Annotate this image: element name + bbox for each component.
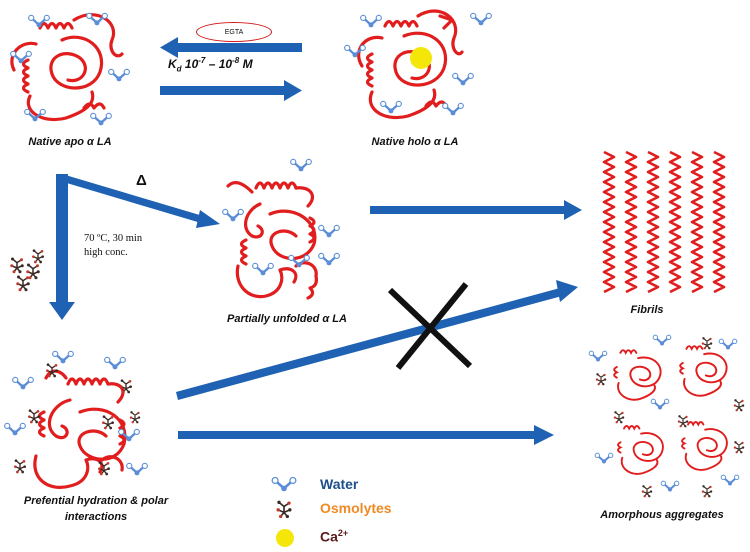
water-icon — [344, 44, 366, 58]
heating-conditions: 70 ºC, 30 min high conc. — [84, 233, 143, 258]
egta-arrow — [160, 37, 302, 58]
legend-water-icon — [271, 476, 297, 492]
water-icon — [720, 474, 740, 486]
fibrils-structure — [602, 150, 726, 294]
legend-osmolytes-label: Osmolytes — [320, 500, 392, 516]
egta-label: EGTA — [224, 28, 244, 36]
water-icon — [290, 158, 312, 172]
legend-calcium-icon — [276, 529, 294, 547]
water-icon — [252, 262, 274, 276]
water-icon — [318, 252, 340, 266]
fibrils-label: Fibrils — [630, 304, 663, 316]
binding-arrow — [160, 80, 302, 101]
osmolyte-icon — [101, 414, 115, 430]
preferential-label-2: interactions — [65, 511, 127, 523]
water-icon — [588, 350, 608, 362]
osmolyte-icon — [641, 484, 653, 498]
aggregate-protein — [681, 421, 728, 471]
osmolyte-icon — [27, 408, 41, 424]
osmolyte-icon — [129, 410, 141, 424]
water-icon — [452, 72, 474, 86]
legend-osmolyte-icon — [275, 499, 293, 519]
kd-label: Kd 10-7 – 10-8 M — [168, 56, 253, 74]
osmolyte-icon — [9, 256, 25, 274]
osmolyte-icon — [677, 414, 689, 428]
blocked-cross-icon — [387, 282, 473, 370]
native-apo-label: Native apo α LA — [28, 136, 111, 148]
water-icon — [90, 112, 112, 126]
native-apo-protein — [10, 13, 124, 122]
fibril-strand — [646, 150, 660, 294]
water-icon — [660, 480, 680, 492]
osmolyte-icon — [733, 440, 745, 454]
water-icon — [650, 398, 670, 410]
heating-arrow — [49, 174, 220, 320]
fibril-strand — [602, 150, 616, 294]
legend-calcium-label: Ca2+ — [320, 528, 349, 545]
water-icon — [104, 356, 126, 370]
fibril-strand — [624, 150, 638, 294]
water-icon — [718, 338, 738, 350]
osmolyte-icon — [701, 484, 713, 498]
water-icon — [318, 224, 340, 238]
aggregate-protein — [617, 425, 664, 475]
water-icon — [360, 14, 382, 28]
water-icon — [380, 100, 402, 114]
amorphous-label: Amorphous aggregates — [599, 509, 723, 521]
water-icon — [52, 350, 74, 364]
water-icon — [12, 376, 34, 390]
osmolyte-icon — [595, 372, 607, 386]
native-holo-protein — [357, 9, 464, 120]
fibril-strand — [712, 150, 726, 294]
osmolyte-icon — [733, 398, 745, 412]
preferential-label: Prefential hydration & polar — [24, 495, 169, 507]
water-icon — [442, 102, 464, 116]
osmolyte-icon — [31, 248, 45, 264]
fibril-strand — [690, 150, 704, 294]
osmolyte-icon — [15, 274, 31, 292]
aggregate-protein — [679, 345, 728, 397]
water-icon — [108, 68, 130, 82]
egta-badge: EGTA — [196, 22, 272, 42]
osmolyte-icon — [701, 336, 713, 350]
fibrillation-arrow — [370, 200, 582, 220]
aggregate-protein — [613, 349, 662, 401]
water-icon — [652, 334, 672, 346]
native-holo-label: Native holo α LA — [372, 136, 459, 148]
water-icon — [126, 462, 148, 476]
fibril-strand — [668, 150, 682, 294]
partially-unfolded-label: Partially unfolded α LA — [227, 313, 347, 325]
water-icon — [4, 422, 26, 436]
osmolyte-icon — [13, 458, 27, 474]
hydrated-protein — [33, 369, 127, 489]
partially-unfolded-protein — [226, 181, 318, 300]
heat-delta-symbol: Δ — [136, 172, 147, 189]
calcium-ion — [410, 47, 432, 69]
water-icon — [222, 208, 244, 222]
aggregation-arrow — [178, 425, 554, 445]
legend-water-label: Water — [320, 476, 359, 492]
blocked-fibril-arrow — [176, 280, 578, 400]
water-icon — [470, 12, 492, 26]
water-icon — [594, 452, 614, 464]
osmolyte-icon — [613, 410, 625, 424]
